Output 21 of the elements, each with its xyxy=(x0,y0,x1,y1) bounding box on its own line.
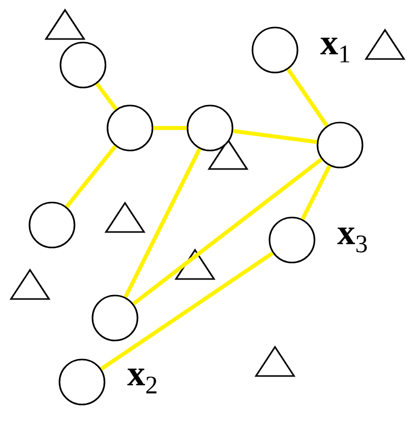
circle-node xyxy=(252,26,298,74)
circle-node xyxy=(106,104,154,152)
connector-line xyxy=(286,68,328,127)
connector-line xyxy=(65,144,117,208)
connector-line xyxy=(95,82,118,111)
connector-line xyxy=(232,129,318,144)
circle-node xyxy=(58,358,106,406)
variable-label: x$_{2}$ xyxy=(127,368,156,394)
connector-line xyxy=(153,126,187,130)
connector-line xyxy=(124,148,202,298)
variable-label: x$_{1}$ xyxy=(320,38,350,62)
circle-node xyxy=(28,202,76,248)
circle-node xyxy=(316,122,364,168)
connector-line xyxy=(300,164,332,220)
circle-node xyxy=(92,294,138,342)
connector-line xyxy=(100,251,274,371)
connector-line xyxy=(132,158,323,306)
circle-node xyxy=(268,216,316,264)
variable-label: x$_{3}$ xyxy=(337,228,367,252)
circle-node xyxy=(60,42,106,88)
circle-node xyxy=(186,104,234,152)
